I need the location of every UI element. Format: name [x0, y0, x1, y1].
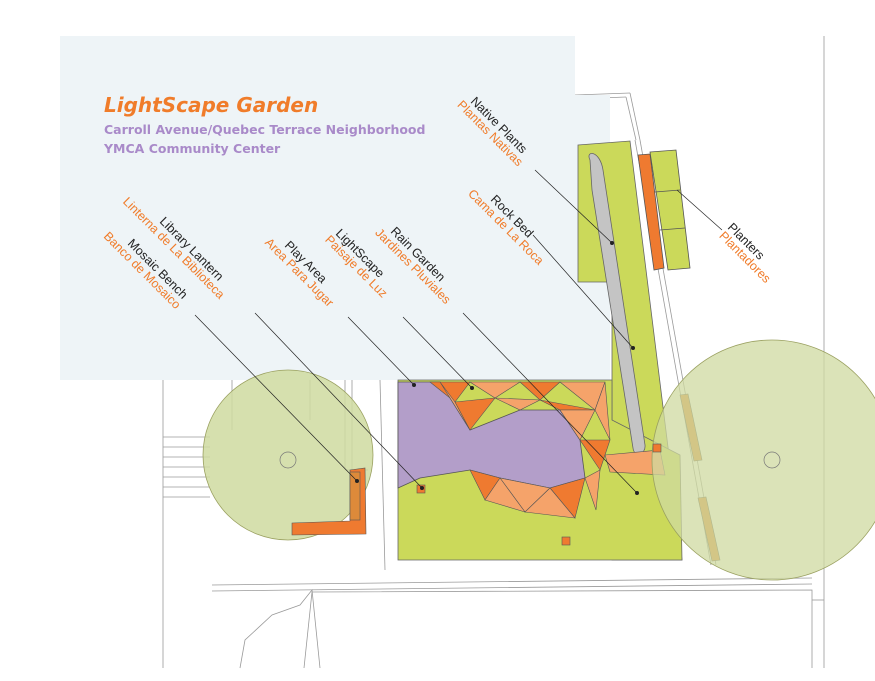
tree-canopies [202, 339, 875, 581]
planters-group [637, 149, 691, 271]
rock-bed-path [588, 153, 646, 455]
building-footprint [60, 36, 575, 380]
mosaic-bench-shape [291, 467, 367, 536]
label-planters: Planters Plantadores [716, 220, 773, 286]
tree-right [651, 339, 875, 581]
leader-dots [355, 241, 639, 495]
leader-lines [194, 169, 723, 494]
tree-left [202, 369, 374, 541]
garden-title: LightScape Garden [104, 93, 318, 117]
lightscape-feature [429, 381, 666, 519]
site-outlines [162, 36, 825, 669]
subtitle-center: YMCA Community Center [103, 141, 281, 156]
subtitle-neighborhood: Carroll Avenue/Quebec Terrace Neighborho… [104, 122, 425, 137]
